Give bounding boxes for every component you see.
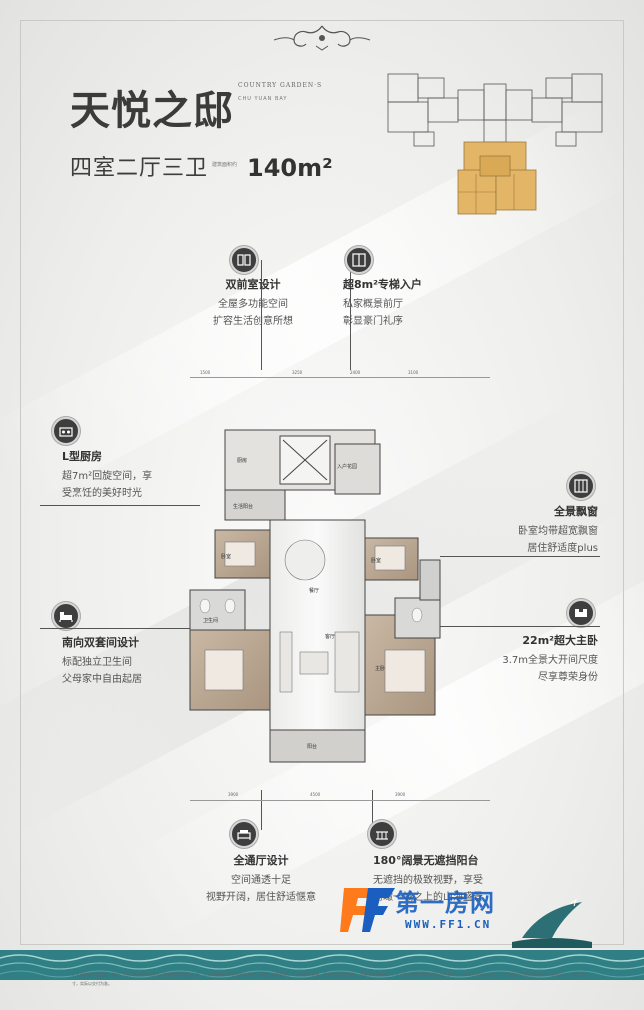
dimension-label: 3900 [228,792,239,797]
dimension-label: 1500 [200,370,211,375]
feature-balcony: 180°阔景无遮挡阳台 无遮挡的极致视野，享受 俯瞰一城之上的山海盛景 [373,854,483,903]
connector-line [261,260,262,370]
feature-double-foyer: 双前室设计 全屋多功能空间 扩容生活创意所想 [213,278,293,327]
sailboat-icon [512,898,592,948]
watermark-url: WWW.FF1.CN [405,918,492,931]
room-label-kitchen: 厨房 [237,457,247,464]
page-title: 天悦之邸 [70,87,234,134]
foyer-icon [230,246,258,274]
room-label-living: 客厅 [325,633,335,640]
dimension-label: 3100 [408,370,419,375]
connector-line [440,556,600,557]
footer-wave [0,950,644,980]
master-bed-icon [567,599,595,627]
feature-kitchen: L型厨房 超7m²回旋空间，享 受烹饪的美好时光 [62,450,153,499]
elevator-icon [345,246,373,274]
room-label-foyer: 入户花园 [337,463,357,470]
room-label-balcony: 阳台 [307,743,317,750]
subtitle-en2: CHU YUAN BAY [238,96,288,102]
connector-line [350,260,351,370]
feature-living: 全通厅设计 空间通透十足 视野开阔，居住舒适惬意 [206,854,316,903]
connector-line [40,628,195,629]
connector-line [261,790,262,830]
area-note: 建筑面积约 [212,162,238,168]
page-frame [20,20,624,945]
key-plan [387,73,603,215]
room-label-master: 主卧 [375,665,385,672]
dimension-label: 3900 [395,792,406,797]
feature-bay-window: 全景飘窗 卧室均带超宽飘窗 居住舒适度plus [518,505,598,554]
feature-suite: 南向双套间设计 标配独立卫生间 父母家中自由起居 [62,636,142,685]
dimension-label: 4500 [310,792,321,797]
watermark-text: 第一房网 [395,889,495,917]
layout-line: 四室二厅三卫 建筑面积约 140m² [70,150,333,182]
window-icon [567,472,595,500]
room-label-utility: 生活阳台 [233,503,253,510]
ornament-icon [273,25,371,51]
footer-note: 1.本图所示户型面积、形状、尺寸等以政府相关部门最终批准的规划为准；2.本资料所… [72,972,588,986]
room-label-bedroom2: 卧室 [371,557,381,564]
connector-line [40,505,200,506]
connector-line [440,626,600,627]
feature-master: 22m²超大主卧 3.7m全景大开间尺度 尽享尊荣身份 [502,634,598,683]
room-label-dining: 餐厅 [309,587,319,594]
subtitle-en: COUNTRY GARDEN·S [238,82,323,89]
room-label-bedroom1: 卧室 [221,553,231,560]
dimension-label: 3250 [292,370,303,375]
connector-line [372,790,373,830]
dimension-line [190,377,490,378]
kitchen-icon [52,417,80,445]
living-icon [230,820,258,848]
bed-icon [52,602,80,630]
watermark-logo-icon [340,888,395,932]
dimension-label: 2400 [350,370,361,375]
balcony-icon [368,820,396,848]
layout-area: 140m² [247,154,333,182]
dimension-line [190,800,490,801]
layout-type: 四室二厅三卫 [70,156,209,181]
feature-elevator: 超8m²专梯入户 私家概景前厅 彰显豪门礼序 [343,278,422,327]
floor-plan: 厨房 入户花园 餐厅 客厅 卧室 卧室 主卧 卫生间 阳台 生活阳台 [189,429,441,763]
room-label-bath: 卫生间 [203,617,218,624]
